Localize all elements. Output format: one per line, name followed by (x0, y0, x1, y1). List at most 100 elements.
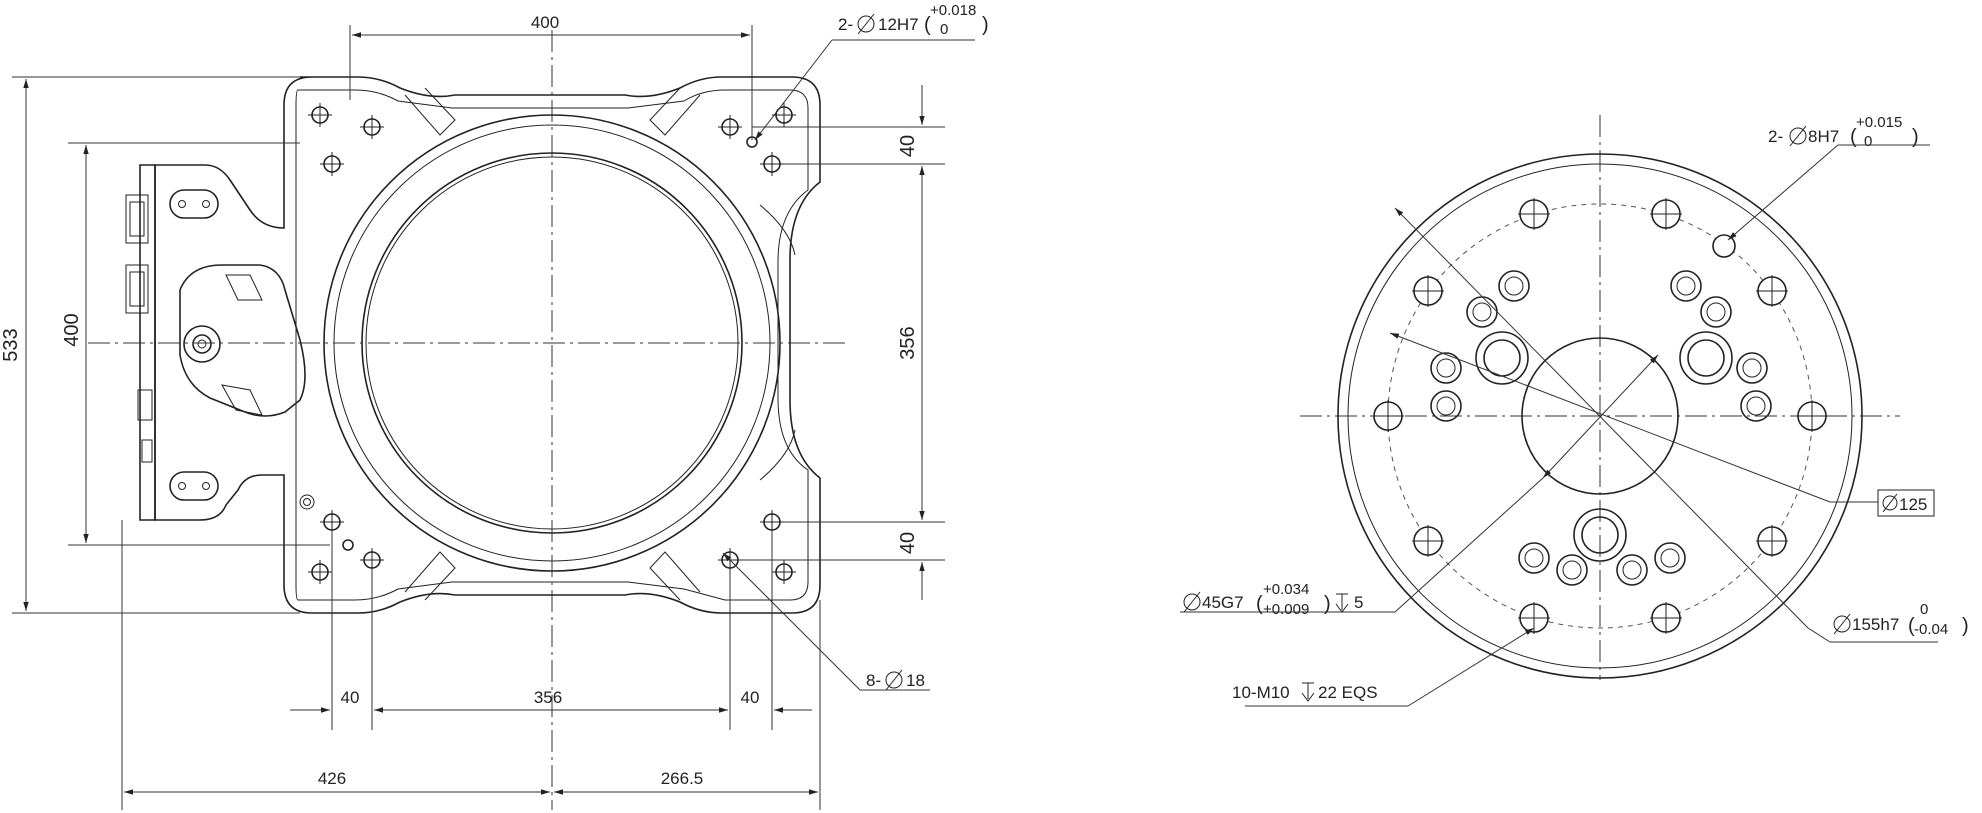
dim-right-height-label: 356 (897, 326, 919, 359)
cluster-hole (1654, 542, 1686, 574)
callout-mount-holes: 8- 18 (866, 669, 925, 691)
base-plate-inner-edge (295, 89, 809, 601)
callout-bore: 45G7 ( +0.034 +0.009 ) 5 (1183, 581, 1363, 618)
callout-pin-holes-tol-lower: 0 (940, 21, 948, 38)
cluster-hole-inner (1562, 560, 1582, 580)
callout-bolt-circle: 125 (1877, 489, 1935, 517)
leader-mount-holes (722, 552, 861, 691)
slot-bottom (169, 471, 219, 501)
diameter-icon (885, 671, 903, 689)
cluster-hole-inner (1742, 358, 1762, 378)
connector-b (125, 264, 149, 314)
cluster-hole (1430, 352, 1462, 384)
depth-icon (1335, 593, 1349, 613)
callout-pin-tol-lower: 0 (1864, 133, 1872, 150)
callout-thread-spec-b: 22 EQS (1318, 683, 1378, 702)
cluster-big-hole (1475, 331, 1529, 385)
dim-top-width-label: 400 (531, 13, 559, 32)
cluster-big-hole (1679, 331, 1733, 385)
flange-outer (1337, 153, 1863, 679)
diameter-icon-slash (1183, 591, 1201, 613)
bolt-circle-box (1877, 489, 1935, 517)
connector-c (137, 389, 153, 421)
connector-a (125, 194, 149, 244)
callout-bore-tol-upper: +0.034 (1263, 581, 1309, 598)
dim-inner-height-label: 400 (61, 313, 83, 346)
hole-cluster-left (1430, 270, 1530, 422)
ring-ribs (404, 87, 796, 601)
cluster-hole (1616, 554, 1648, 586)
cluster-big-hole (1573, 508, 1627, 562)
fitting-outer (299, 494, 315, 510)
pin-hole (1712, 234, 1736, 258)
callout-pin: 2- 8H7 ( +0.015 0 ) (1768, 114, 1919, 150)
cluster-hole (1670, 270, 1702, 302)
callout-flange-tol-upper: 0 (1920, 601, 1928, 618)
cluster-hole (1556, 554, 1588, 586)
lever-tab-bottom (221, 384, 263, 416)
diameter-icon-slash (1882, 493, 1898, 513)
dim-right-bottom-offset-label: 40 (897, 532, 919, 554)
hole-cluster-right (1670, 270, 1772, 422)
diag-bore (1542, 354, 1659, 479)
cluster-hole (1466, 296, 1498, 328)
threaded-hole-crosses (1372, 198, 1828, 634)
pin-hole (342, 539, 354, 551)
dim-total-height-label: 533 (0, 328, 22, 361)
paren-open: ( (1908, 615, 1915, 637)
callout-thread: 10-M10 22 EQS (1232, 682, 1378, 702)
connector-b-inner (129, 271, 145, 307)
center-bore (1521, 337, 1679, 495)
cluster-hole-inner (1504, 276, 1524, 296)
cluster-hole-inner (1746, 396, 1766, 416)
paren-open: ( (1256, 593, 1263, 615)
callout-flange: 155h7 ( 0 -0.04 ) (1833, 601, 1969, 638)
fitting-inner (303, 498, 311, 506)
flange-outer-chamfer (1347, 163, 1853, 669)
diameter-icon-slash (1833, 613, 1851, 635)
diag-flange-leader (1807, 627, 1831, 643)
leader-pin (1727, 144, 1839, 241)
lever-knob (183, 325, 221, 363)
leader-pin-holes (754, 39, 833, 141)
diameter-icon (1183, 593, 1201, 611)
callout-flange-spec: 155h7 (1852, 615, 1899, 634)
callout-pin-holes-prefix: 2- (838, 15, 853, 34)
paren-open: ( (1850, 126, 1857, 148)
slot-top-screw-b (202, 200, 210, 208)
paren-close: ) (1912, 126, 1919, 148)
cluster-hole (1700, 296, 1732, 328)
paren-close: ) (1324, 593, 1331, 615)
diameter-icon (1833, 615, 1851, 633)
slot-top (169, 189, 219, 219)
cluster-hole-inner (1706, 302, 1726, 322)
lever-knob-inner (192, 334, 212, 354)
callout-pin-holes: 2- 12H7 ( +0.018 0 ) (838, 2, 989, 38)
paren-close: ) (982, 14, 989, 36)
brake-lever (179, 264, 306, 417)
diameter-icon (857, 15, 875, 33)
cluster-big-hole-inner (1581, 516, 1619, 554)
callout-bore-spec: 45G7 (1202, 593, 1244, 612)
connector-a-inner (129, 201, 145, 237)
callout-flange-tol-lower: -0.04 (1914, 621, 1948, 638)
dim-base-left-label: 426 (318, 769, 346, 788)
base-plate-outline (154, 76, 821, 614)
cluster-hole-inner (1660, 548, 1680, 568)
lever-tab-top (225, 274, 263, 301)
dim-bottom-center-label: 356 (534, 688, 562, 707)
slot-bottom-screw-b (202, 482, 210, 490)
callout-mount-holes-prefix: 8- (866, 671, 881, 690)
paren-close: ) (1962, 615, 1969, 637)
callout-mount-holes-spec: 18 (906, 671, 925, 690)
cluster-hole-inner (1524, 548, 1544, 568)
right-view: 2- 8H7 ( +0.015 0 ) 125 155h7 ( 0 -0.04 … (1180, 114, 1969, 707)
dim-bottom-right-label: 40 (741, 688, 760, 707)
callout-bore-tol-lower: +0.009 (1263, 601, 1309, 618)
dim-bottom-left-label: 40 (341, 688, 360, 707)
left-view: 400 533 400 40 356 40 40 356 40 (0, 2, 989, 810)
slot-top-screw-a (178, 200, 186, 208)
callout-thread-spec-a: 10-M10 (1232, 683, 1290, 702)
paren-open: ( (924, 14, 931, 36)
